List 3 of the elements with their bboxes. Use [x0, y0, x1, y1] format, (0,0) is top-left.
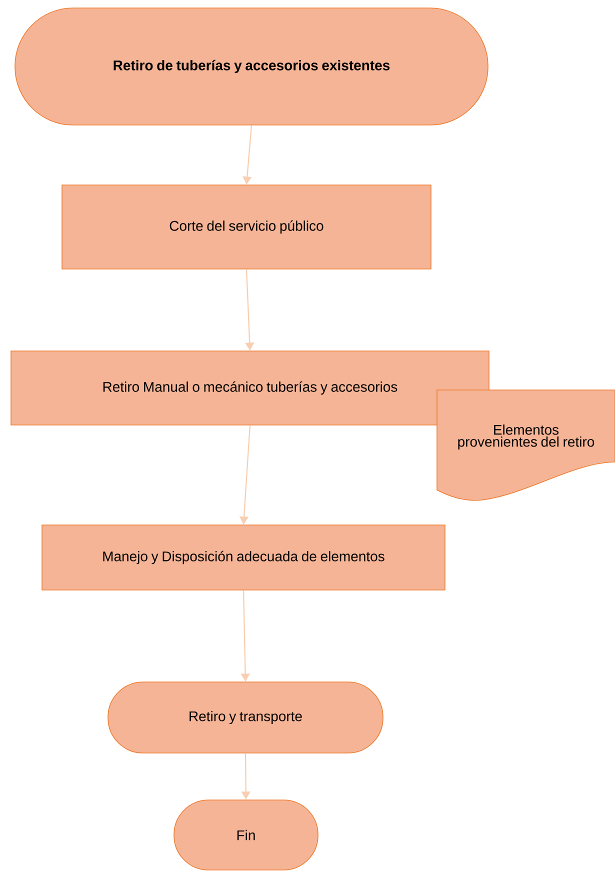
process-box: Manejo y Disposición adecuada de elementos	[42, 524, 446, 590]
process-box: Corte del servicio público	[62, 184, 432, 270]
process-box: Retiro Manual o mecánico tuberías y accesorios	[10, 350, 490, 426]
